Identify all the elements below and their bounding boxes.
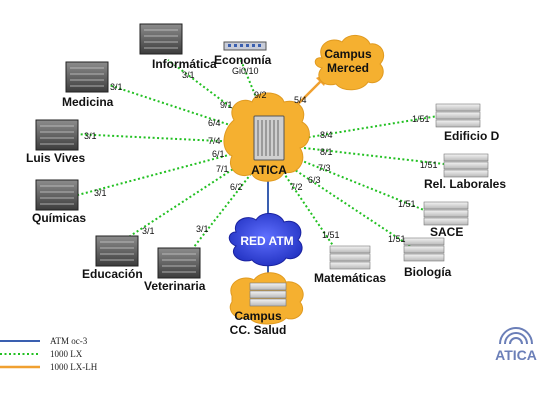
- biologia-label: Biología: [404, 265, 452, 279]
- link-educacion: [123, 161, 245, 241]
- quimicas-label: Químicas: [32, 211, 86, 225]
- campus-merced-cloud: Campus Merced: [314, 35, 385, 91]
- quimicas-node: Químicas: [32, 179, 86, 225]
- port-medicina-remote: 3/1: [110, 82, 123, 92]
- port-educacion-hub: 7/1: [216, 164, 229, 174]
- port-edificiod-remote: 1/51: [412, 114, 430, 124]
- link-medicina: [99, 81, 246, 131]
- educacion-node: Educación: [82, 235, 143, 281]
- campus-merced-line1: Campus: [324, 47, 372, 61]
- port-quimicas-remote: 3/1: [94, 188, 107, 198]
- edificio-d-label: Edificio D: [444, 129, 500, 143]
- link-luis-vives: [73, 133, 241, 143]
- legend: ATM oc-3 1000 LX 1000 LX-LH: [0, 336, 98, 372]
- educacion-switch-icon: [95, 235, 139, 267]
- informatica-label: Informática: [152, 57, 217, 71]
- port-sace-remote: 1/51: [398, 199, 416, 209]
- port-informatica-hub: 9/1: [220, 100, 233, 110]
- matematicas-switch-icon: [329, 245, 371, 270]
- sace-switch-icon: [423, 201, 469, 226]
- atica-hub: ATICA: [223, 92, 310, 182]
- link-veterinaria: [189, 169, 255, 253]
- legend-lxlh-label: 1000 LX-LH: [50, 362, 98, 372]
- legend-atm-label: ATM oc-3: [50, 336, 88, 346]
- port-labels: 3/1 9/1 9/2 5/4 3/1 6/4 3/1 7/4 3/1 6/1 …: [84, 70, 438, 244]
- port-veterinaria-hub: 6/2: [230, 182, 243, 192]
- link-informatica: [167, 59, 249, 121]
- sace-node: SACE: [423, 201, 469, 239]
- educacion-label: Educación: [82, 267, 143, 281]
- port-educacion-remote: 3/1: [142, 226, 155, 236]
- port-informatica-remote: 3/1: [182, 70, 195, 80]
- port-biologia-hub: 6/3: [308, 175, 321, 185]
- informatica-node: Informática: [139, 23, 217, 71]
- legend-lx-label: 1000 LX: [50, 349, 83, 359]
- campus-salud-line2: CC. Salud: [230, 323, 287, 337]
- port-luisvives-hub: 7/4: [208, 136, 221, 146]
- campus-salud-cloud: Campus CC. Salud: [230, 272, 304, 337]
- port-matematicas-hub: 7/2: [290, 182, 303, 192]
- port-rellab-remote: 1/51: [420, 160, 438, 170]
- medicina-node: Medicina: [62, 61, 114, 109]
- atica-logo: ATICA: [495, 327, 537, 363]
- biologia-switch-icon: [403, 237, 445, 262]
- port-luisvives-remote: 3/1: [84, 131, 97, 141]
- informatica-switch-icon: [139, 23, 183, 55]
- edificio-d-node: Edificio D: [435, 103, 500, 143]
- medicina-label: Medicina: [62, 95, 114, 109]
- port-rellab-hub: 8/1: [320, 147, 333, 157]
- rel-laborales-switch-icon: [443, 153, 489, 178]
- campus-salud-line1: Campus: [234, 309, 282, 323]
- quimicas-switch-icon: [35, 179, 79, 211]
- salud-server-icon: [249, 282, 287, 307]
- red-atm-cloud: RED ATM: [228, 213, 303, 267]
- port-matematicas-remote: 1/51: [322, 230, 340, 240]
- hub-label: ATICA: [251, 163, 287, 177]
- veterinaria-label: Veterinaria: [144, 279, 206, 293]
- link-quimicas: [73, 151, 241, 197]
- link-biologia: [291, 167, 411, 247]
- rel-laborales-node: Rel. Laborales: [424, 153, 506, 191]
- link-rel-laborales: [303, 147, 445, 165]
- link-edificio-d: [303, 115, 439, 139]
- luis-vives-label: Luis Vives: [26, 151, 85, 165]
- medicina-switch-icon: [65, 61, 109, 93]
- port-quimicas-hub: 6/1: [212, 149, 225, 159]
- economia-switch-icon: [223, 41, 267, 51]
- port-medicina-hub: 6/4: [208, 118, 221, 128]
- port-veterinaria-remote: 3/1: [196, 224, 209, 234]
- port-edificiod-hub: 8/4: [320, 130, 333, 140]
- luis-vives-node: Luis Vives: [26, 119, 85, 165]
- veterinaria-node: Veterinaria: [144, 247, 206, 293]
- port-merced-hub: 5/4: [294, 95, 307, 105]
- edificio-d-switch-icon: [435, 103, 481, 128]
- matematicas-node: Matemáticas: [314, 245, 386, 285]
- economia-label: Economía: [214, 53, 272, 67]
- matematicas-label: Matemáticas: [314, 271, 386, 285]
- biologia-node: Biología: [403, 237, 452, 279]
- port-sace-hub: 7/3: [318, 163, 331, 173]
- economia-gi-port: Gi0/10: [232, 66, 259, 76]
- sace-label: SACE: [430, 225, 463, 239]
- veterinaria-switch-icon: [157, 247, 201, 279]
- luis-vives-switch-icon: [35, 119, 79, 151]
- atica-logo-text: ATICA: [495, 347, 537, 363]
- atica-logo-mark: [499, 327, 533, 345]
- port-economia-hub: 9/2: [254, 90, 267, 100]
- economia-node: Economía Gi0/10: [214, 41, 272, 76]
- rel-laborales-label: Rel. Laborales: [424, 177, 506, 191]
- red-atm-label: RED ATM: [240, 234, 293, 248]
- port-biologia-remote: 1/51: [388, 234, 406, 244]
- campus-merced-line2: Merced: [327, 61, 369, 75]
